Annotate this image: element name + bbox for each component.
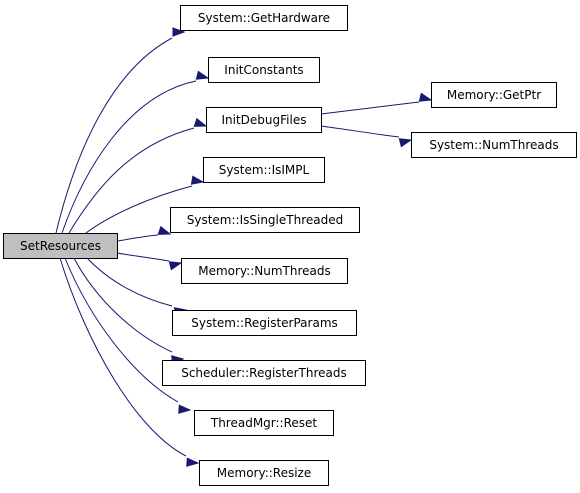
nodes-layer: SetResources System::GetHardwareInitConst… <box>3 5 577 486</box>
edge-line <box>64 257 179 403</box>
arrowhead <box>418 92 433 102</box>
node-getptr[interactable]: Memory::GetPtr <box>431 82 557 108</box>
edge-line <box>116 252 170 262</box>
node-label: Memory::Resize <box>217 466 311 480</box>
edge-line <box>320 101 420 115</box>
node-box[interactable] <box>411 132 577 158</box>
edge-line <box>59 257 187 457</box>
arrowhead <box>178 404 192 414</box>
node-box[interactable] <box>172 310 357 336</box>
node-sysnumthreads[interactable]: System::NumThreads <box>411 132 577 158</box>
node-box[interactable] <box>206 107 322 133</box>
arrowhead <box>193 117 208 127</box>
node-label: System::IsSingleThreaded <box>187 213 343 227</box>
arrowhead <box>195 70 210 80</box>
node-initdebugfiles[interactable]: InitDebugFiles <box>206 107 322 133</box>
edge-line <box>68 127 195 234</box>
edge-line <box>116 234 159 242</box>
edge-initdebugfiles-to-sysnumthreads <box>320 125 413 148</box>
edge-setresources-to-resize <box>59 257 200 467</box>
edges-layer <box>55 27 433 467</box>
edge-line <box>85 185 193 234</box>
node-label: System::RegisterParams <box>191 316 338 330</box>
arrowhead <box>168 261 183 271</box>
edge-line <box>86 257 173 307</box>
node-registerthreads[interactable]: Scheduler::RegisterThreads <box>162 360 366 386</box>
node-gethardware[interactable]: System::GetHardware <box>180 5 348 31</box>
edge-initdebugfiles-to-getptr <box>320 92 433 115</box>
node-label: Memory::GetPtr <box>447 88 541 102</box>
edge-setresources-to-issinglethreaded <box>116 225 172 242</box>
edge-setresources-to-initdebugfiles <box>68 117 208 234</box>
node-box[interactable] <box>194 410 334 436</box>
arrowhead <box>157 225 172 235</box>
arrowhead <box>190 175 205 185</box>
edge-setresources-to-gethardware <box>55 27 186 234</box>
node-initconstants[interactable]: InitConstants <box>208 57 320 83</box>
node-issinglethreaded[interactable]: System::IsSingleThreaded <box>170 207 360 233</box>
node-memnumthreads[interactable]: Memory::NumThreads <box>181 258 348 284</box>
node-box[interactable] <box>3 233 118 259</box>
node-setresources[interactable]: SetResources <box>3 233 118 259</box>
edge-setresources-to-initconstants <box>61 70 210 234</box>
node-label: ThreadMgr::Reset <box>210 416 318 430</box>
node-label: InitDebugFiles <box>222 113 307 127</box>
arrowhead <box>398 138 413 148</box>
node-label: System::GetHardware <box>198 11 330 25</box>
node-box[interactable] <box>162 360 366 386</box>
node-box[interactable] <box>180 5 348 31</box>
edge-line <box>55 37 173 234</box>
node-label: InitConstants <box>224 63 303 77</box>
edge-setresources-to-isimpl <box>85 175 205 234</box>
node-box[interactable] <box>199 460 329 486</box>
node-box[interactable] <box>181 258 348 284</box>
node-registerparams[interactable]: System::RegisterParams <box>172 310 357 336</box>
node-label: SetResources <box>20 239 101 253</box>
edge-line <box>320 125 400 138</box>
node-isimpl[interactable]: System::IsIMPL <box>203 157 325 183</box>
node-box[interactable] <box>208 57 320 83</box>
node-resize[interactable]: Memory::Resize <box>199 460 329 486</box>
node-label: System::IsIMPL <box>219 163 310 177</box>
edge-setresources-to-reset <box>64 257 192 414</box>
node-reset[interactable]: ThreadMgr::Reset <box>194 410 334 436</box>
edge-line <box>61 80 197 234</box>
node-box[interactable] <box>431 82 557 108</box>
node-label: Scheduler::RegisterThreads <box>181 366 347 380</box>
node-label: System::NumThreads <box>429 138 558 152</box>
arrowhead <box>172 27 186 37</box>
node-label: Memory::NumThreads <box>198 264 331 278</box>
edge-line <box>73 257 173 353</box>
node-box[interactable] <box>203 157 325 183</box>
edge-setresources-to-registerthreads <box>73 257 185 365</box>
node-box[interactable] <box>170 207 360 233</box>
edge-setresources-to-memnumthreads <box>116 252 183 271</box>
arrowhead <box>186 457 200 467</box>
